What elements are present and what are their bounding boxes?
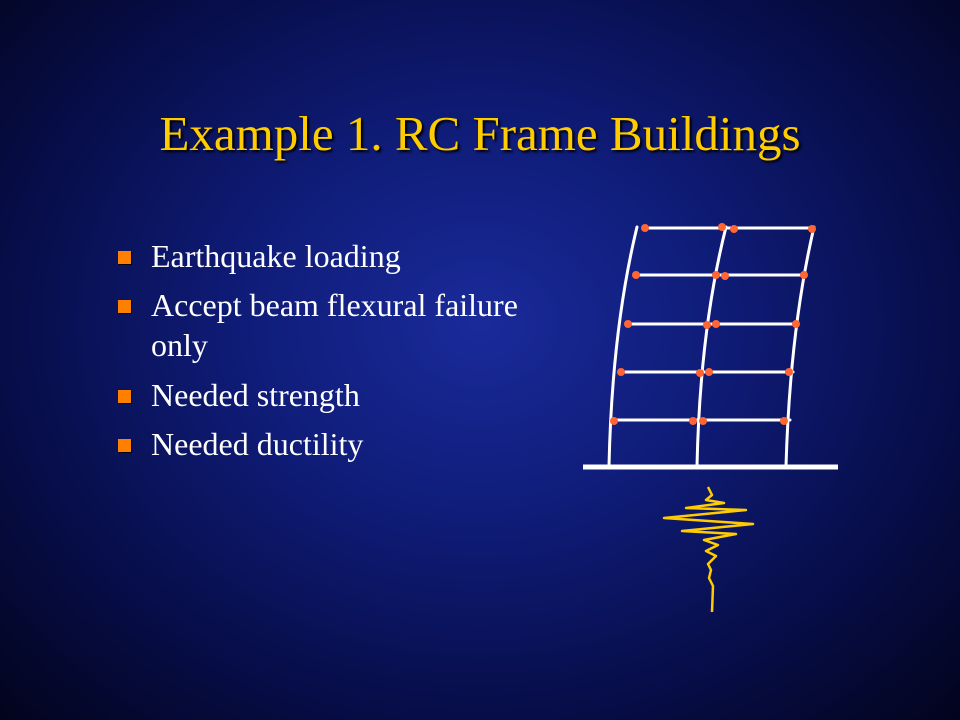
bullet-text: Needed strength [151,377,360,413]
plastic-hinge-marker [730,225,738,233]
plastic-hinge-marker [785,368,793,376]
bullet-list: Earthquake loading Accept beam flexural … [118,236,538,464]
plastic-hinge-marker [624,320,632,328]
bullet-square-icon [118,439,131,452]
plastic-hinge-marker [718,223,726,231]
plastic-hinge-marker [721,272,729,280]
bullet-item: Needed ductility [118,424,538,464]
plastic-hinge-marker [699,417,707,425]
plastic-hinge-marker [705,368,713,376]
bullet-text: Earthquake loading [151,238,401,274]
plastic-hinge-marker [703,321,711,329]
plastic-hinge-marker [689,417,697,425]
column-middle [695,225,728,468]
plastic-hinge-marker [641,224,649,232]
bullet-item: Earthquake loading [118,236,538,276]
slide-title: Example 1. RC Frame Buildings [159,106,801,161]
plastic-hinge-marker [610,417,618,425]
bullet-item: Accept beam flexural failure only [118,285,538,365]
plastic-hinge-marker [712,320,720,328]
plastic-hinge-marker [632,271,640,279]
bullet-square-icon [118,300,131,313]
plastic-hinges [610,223,816,425]
plastic-hinge-marker [808,225,816,233]
bullet-item: Needed strength [118,375,538,415]
bullet-square-icon [118,390,131,403]
frame-structure [607,225,816,468]
plastic-hinge-marker [800,271,808,279]
plastic-hinge-marker [792,320,800,328]
plastic-hinge-marker [780,417,788,425]
deformed-frame-diagram [583,223,838,613]
plastic-hinge-marker [696,369,704,377]
bullet-text: Accept beam flexural failure only [151,287,518,363]
plastic-hinge-marker [617,368,625,376]
bullet-text: Needed ductility [151,426,364,462]
ground-motion-icon [662,486,755,613]
column-left [607,225,639,468]
plastic-hinge-marker [712,271,720,279]
bullet-square-icon [118,251,131,264]
column-right [784,225,816,468]
